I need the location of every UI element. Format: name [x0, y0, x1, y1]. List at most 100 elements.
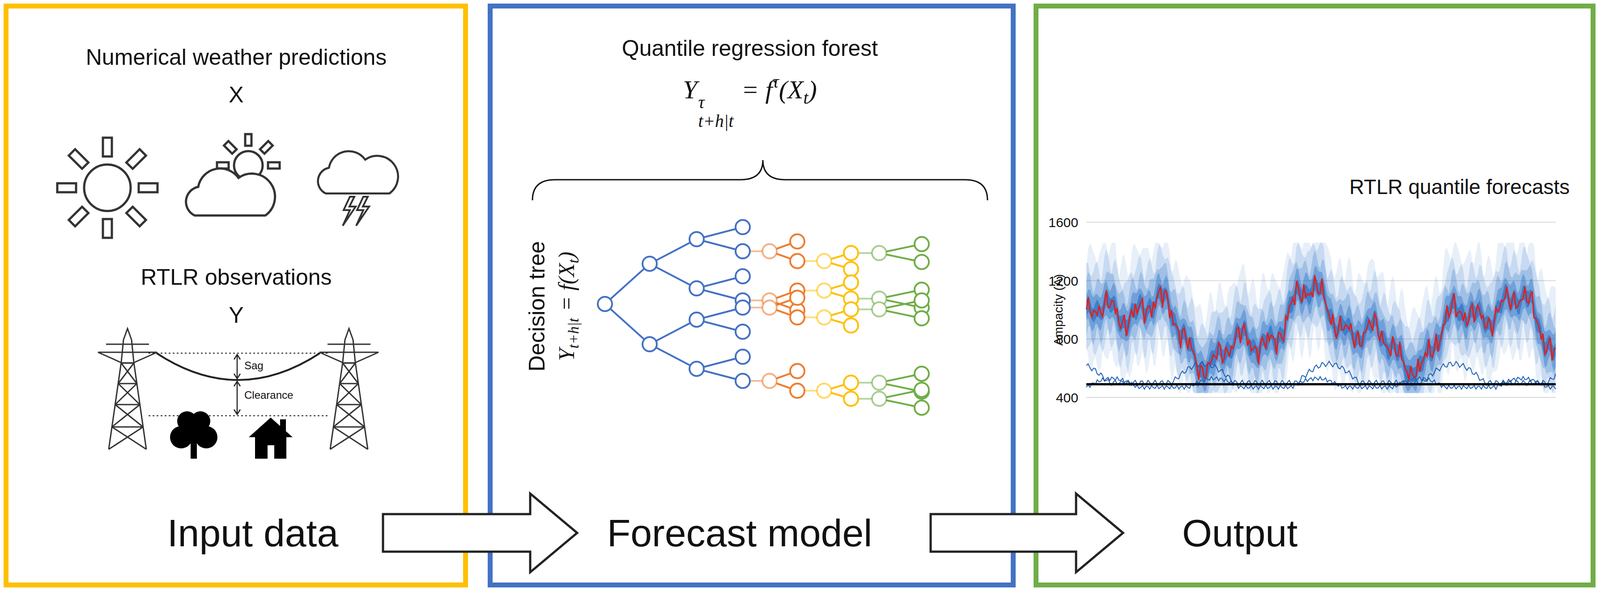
power-line-part: [148, 415, 328, 417]
tower-leg: [330, 328, 368, 450]
panel-box: Forecast model: [487, 3, 1016, 588]
partly-cloudy-icon-part-part: [224, 141, 237, 154]
quantile-band: [1086, 242, 1556, 394]
tree-node: [843, 391, 859, 407]
sun-icon-part: [126, 206, 146, 227]
panel-heading: Input data: [167, 511, 339, 556]
panel-box: Output: [1033, 3, 1596, 588]
tree-icon: [170, 411, 218, 460]
power-line-part: [236, 356, 239, 378]
tree-node: [689, 312, 704, 328]
house-icon-part: [267, 445, 275, 460]
tower-brace: [330, 427, 368, 450]
block-arrow: [930, 493, 1124, 573]
tower-brace: [118, 363, 137, 384]
house-icon: [248, 417, 293, 460]
sun-icon-part: [138, 183, 158, 193]
tree-node: [790, 234, 805, 249]
quantile-band: [1086, 250, 1556, 394]
tree-node: [762, 244, 777, 259]
storm-icon-part: [356, 196, 370, 226]
tree-node: [790, 364, 805, 379]
tree-node: [872, 246, 887, 261]
tree-node: [914, 311, 929, 326]
panel-box: Input data: [3, 3, 469, 588]
formula-part: = f(X: [553, 263, 579, 312]
index-stack: τt+h|t: [697, 93, 734, 131]
formula-part: ): [553, 251, 579, 260]
axis-label: Ampacity (A): [1051, 274, 1066, 346]
storm-icon: [318, 151, 399, 226]
formula-part: Y: [553, 348, 579, 362]
caption-text: Quantile regression forest: [621, 36, 879, 61]
sun-icon-part: [57, 183, 77, 193]
tree-node: [597, 297, 613, 312]
formula: Yt+h|t = f(Xt): [555, 251, 582, 362]
formula-part: t+h|t: [565, 318, 582, 349]
tree-node: [843, 262, 859, 277]
formula: Yτt+h|t= f τ (Xt): [682, 73, 818, 131]
decision-tree: [597, 220, 929, 416]
tree-icon-part: [190, 411, 211, 432]
tree-node: [872, 375, 887, 391]
caption-text: RTLR observations: [140, 265, 332, 290]
partly-cloudy-icon: [186, 134, 280, 216]
brace: [532, 160, 988, 201]
tower-arm: [106, 344, 149, 346]
tower-brace: [333, 404, 365, 428]
caption-text: RTLR quantile forecasts: [1349, 175, 1571, 199]
tree-node: [790, 290, 805, 306]
tower-brace: [108, 427, 147, 450]
formula-part: t: [565, 259, 582, 264]
low-quantile-line: [1086, 361, 1556, 386]
tree-node: [735, 220, 750, 235]
tree-node: [843, 302, 859, 317]
sun-icon-part: [84, 164, 131, 212]
tower-brace: [111, 404, 144, 428]
tree-node: [689, 232, 704, 247]
tree-branch: [604, 263, 650, 305]
power-line-part: [234, 354, 241, 379]
tree-node: [689, 281, 704, 296]
partly-cloudy-icon-part-part: [259, 141, 273, 154]
formula-part: (X: [778, 75, 804, 105]
quantile-band: [1086, 266, 1556, 392]
power-line-part: [234, 381, 241, 415]
transmission-towers: [97, 328, 379, 450]
tower-arm: [327, 344, 371, 346]
block-arrow: [382, 493, 578, 573]
tree-node: [843, 275, 859, 290]
formula-part: = f: [741, 75, 773, 105]
formula-part: ): [808, 75, 817, 105]
house-icon-part: [255, 434, 287, 460]
formula-part: t: [803, 88, 809, 108]
tree-node: [872, 391, 887, 407]
tree-node: [914, 255, 929, 270]
tree-node: [689, 361, 704, 377]
formula-part: Y: [682, 75, 698, 105]
tree-node: [735, 349, 750, 365]
tree-node: [914, 366, 929, 382]
tree-node: [735, 374, 750, 389]
tree-node: [735, 300, 750, 315]
tower-arm: [97, 352, 158, 364]
grid-line: [1086, 221, 1556, 223]
tree-node: [762, 374, 777, 389]
storm-icon-part: [318, 151, 399, 194]
tree-node: [843, 318, 859, 333]
tree-node: [790, 310, 805, 325]
axis-label: Clearance: [244, 389, 294, 402]
formula-index: τ: [697, 93, 734, 112]
power-line: [148, 353, 328, 417]
tree-node: [914, 382, 929, 398]
tree-branch: [604, 304, 650, 345]
grid-line: [1086, 397, 1556, 399]
partly-cloudy-icon-part-part: [245, 134, 252, 146]
tower-brace: [336, 383, 362, 405]
formula-index: t+h|t: [697, 112, 734, 131]
tree-node: [914, 293, 929, 308]
quantile-chart: [1086, 222, 1556, 398]
tower-brace: [339, 363, 359, 384]
